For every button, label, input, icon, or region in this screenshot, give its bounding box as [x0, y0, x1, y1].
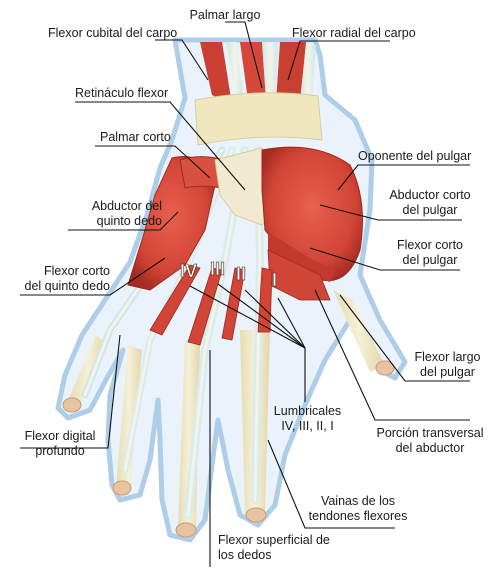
roman-numeral-ii: II	[236, 264, 246, 284]
label-lumbricales: Lumbricales IV, III, II, I	[270, 404, 345, 434]
label-flexor-digital-line1: Flexor digital	[10, 429, 110, 444]
label-lumbricales-line2: IV, III, II, I	[270, 419, 345, 434]
label-vainas-line2: tendones flexores	[298, 509, 418, 524]
label-flexor-superficial-line2: los dedos	[218, 548, 330, 563]
label-flexor-corto-pulgar: Flexor corto del pulgar	[375, 238, 485, 268]
label-porcion-line1: Porción transversal	[365, 426, 495, 441]
label-flexor-radial: Flexor radial del carpo	[292, 26, 416, 41]
label-palmar-corto: Palmar corto	[100, 130, 171, 145]
label-flexor-largo-pulgar: Flexor largo del pulgar	[400, 350, 495, 380]
roman-numeral-iii: III	[210, 259, 225, 279]
label-abductor-quinto-line1: Abductor del	[40, 199, 162, 214]
label-abductor-corto-line2: del pulgar	[375, 203, 485, 218]
label-flexor-corto-quinto-line1: Flexor corto	[5, 264, 110, 279]
label-lumbricales-line1: Lumbricales	[270, 404, 345, 419]
label-abductor-quinto-line2: quinto dedo	[40, 214, 162, 229]
label-vainas-tendones: Vainas de los tendones flexores	[298, 494, 418, 524]
label-oponente: Oponente del pulgar	[358, 149, 471, 164]
label-flexor-superficial-line1: Flexor superficial de	[218, 533, 330, 548]
roman-numeral-i: I	[272, 270, 277, 290]
label-abductor-quinto: Abductor del quinto dedo	[40, 199, 162, 229]
label-flexor-digital-line2: profundo	[10, 444, 110, 459]
label-palmar-largo: Palmar largo	[165, 8, 285, 23]
label-flexor-corto-pulgar-line2: del pulgar	[375, 253, 485, 268]
roman-numeral-iv: IV	[180, 261, 197, 281]
label-flexor-corto-quinto-line2: del quinto dedo	[5, 279, 110, 294]
label-porcion-transversal: Porción transversal del abductor	[365, 426, 495, 456]
label-flexor-cubital: Flexor cubital del carpo	[48, 26, 177, 41]
label-flexor-corto-quinto: Flexor corto del quinto dedo	[5, 264, 110, 294]
label-flexor-digital-profundo: Flexor digital profundo	[10, 429, 110, 459]
label-flexor-largo-line2: del pulgar	[400, 365, 495, 380]
label-abductor-corto-pulgar: Abductor corto del pulgar	[375, 188, 485, 218]
label-porcion-line2: del abductor	[365, 441, 495, 456]
label-vainas-line1: Vainas de los	[298, 494, 418, 509]
label-retinaculo: Retináculo flexor	[75, 86, 168, 101]
label-flexor-superficial: Flexor superficial de los dedos	[218, 533, 330, 563]
label-flexor-largo-line1: Flexor largo	[400, 350, 495, 365]
retinaculum-band	[195, 93, 322, 145]
label-flexor-corto-pulgar-line1: Flexor corto	[375, 238, 485, 253]
label-abductor-corto-line1: Abductor corto	[375, 188, 485, 203]
